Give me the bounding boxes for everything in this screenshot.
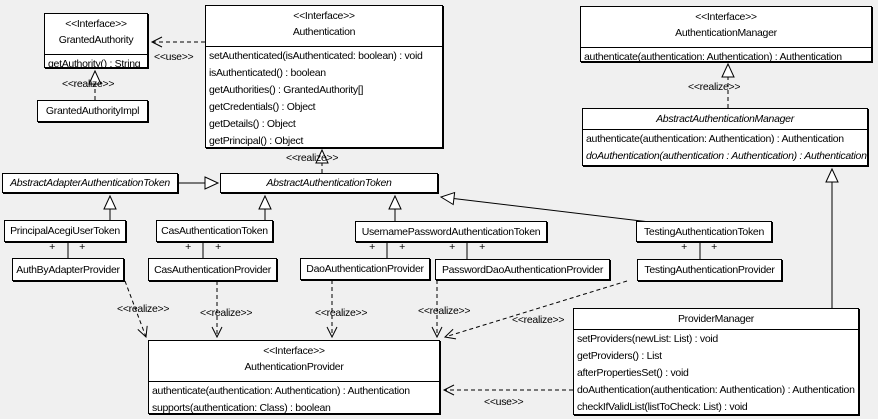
realize-label: <<realize>> [117,303,170,315]
method: doAuthentication(authentication: Authent… [577,384,855,396]
class-testing-authentication-provider: TestingAuthenticationProvider [637,259,782,281]
assoc-plus: + [681,241,687,253]
class-name: AbstractAdapterAuthenticationToken [10,177,170,189]
class-password-dao-authentication-provider: PasswordDaoAuthenticationProvider [435,259,610,280]
class-name: AuthenticationProvider [244,361,344,373]
assoc-plus: + [79,241,85,253]
use-label: <<use>> [484,396,524,408]
class-authentication-manager: <<Interface>> AuthenticationManager auth… [580,6,872,63]
assoc-plus: + [49,241,55,253]
class-granted-authority-impl: GrantedAuthorityImpl [37,100,148,122]
method: getProviders() : List [577,350,662,362]
method: setAuthenticated(isAuthenticated: boolea… [209,50,423,62]
class-name: UsernamePasswordAuthenticationToken [361,225,541,238]
class-username-password-authentication-token: UsernamePasswordAuthenticationToken [355,221,547,242]
class-dao-authentication-provider: DaoAuthenticationProvider [300,258,430,280]
class-name: CasAuthenticationProvider [154,263,271,276]
realize-label: <<realize>> [418,305,471,317]
class-abstract-authentication-token: AbstractAuthenticationToken [220,173,438,193]
realize-label: <<realize>> [62,78,115,90]
method: getCredentials() : Object [209,101,316,113]
method: supports(authentication: Class) : boolea… [152,402,331,414]
class-abstract-authentication-manager: AbstractAuthenticationManager authentica… [582,108,868,166]
method: getDetails() : Object [209,118,296,130]
class-name: PasswordDaoAuthenticationProvider [441,263,604,276]
method: getPrincipal() : Object [209,135,304,147]
class-name: ProviderManager [677,313,755,325]
method: isAuthenticated() : boolean [209,67,326,79]
class-name: AuthenticationManager [675,27,777,39]
realize-label: <<realize>> [286,152,339,164]
realize-label: <<realize>> [688,81,741,93]
class-name: CasAuthenticationToken [161,225,268,237]
class-principal-acegi-user-token: PrincipalAcegiUserToken [4,220,126,242]
method: afterPropertiesSet() : void [577,367,689,379]
class-name: AuthByAdapterProvider [16,263,120,276]
assoc-plus: + [399,241,405,253]
class-name: TestingAuthenticationProvider [644,264,775,276]
stereotype-label: <<Interface>> [695,11,757,23]
class-authentication-provider: <<Interface>> AuthenticationProvider aut… [148,340,440,414]
assoc-plus: + [215,241,221,253]
realize-label: <<realize>> [315,307,368,319]
class-provider-manager: ProviderManager setProviders(newList: Li… [573,308,859,415]
stereotype-label: <<Interface>> [65,18,127,30]
class-name: DaoAuthenticationProvider [306,263,424,275]
edge-realize-authbyadapter-provider [124,280,148,339]
method: getAuthorities() : GrantedAuthority[] [209,84,364,96]
edge-generalization-testing-token [439,191,651,223]
method: authenticate(authentication: Authenticat… [584,51,842,63]
stereotype-label: <<Interface>> [293,10,355,22]
class-name: GrantedAuthority [58,34,134,46]
class-name: TestingAuthenticationToken [643,225,765,238]
class-abstract-adapter-authentication-token: AbstractAdapterAuthenticationToken [2,173,178,193]
method: doAuthentication(authentication : Authen… [586,150,867,162]
class-name: AbstractAuthenticationManager [656,113,794,125]
assoc-plus: + [479,241,485,253]
assoc-plus: + [369,241,375,253]
method: authenticate(authentication: Authenticat… [152,385,410,397]
edge-realize-testing-provider [443,280,628,340]
realize-label: <<realize>> [200,307,253,319]
class-cas-authentication-token: CasAuthenticationToken [156,220,273,242]
class-cas-authentication-provider: CasAuthenticationProvider [148,258,277,281]
method: getAuthority() : String [48,58,141,70]
stereotype-label: <<Interface>> [263,345,325,357]
class-authentication: <<Interface>> Authentication setAuthenti… [205,5,443,148]
class-name: GrantedAuthorityImpl [45,105,140,117]
class-testing-authentication-token: TestingAuthenticationToken [636,221,772,242]
class-name: PrincipalAcegiUserToken [10,225,120,237]
class-name: Authentication [292,26,356,38]
method: authenticate(authentication: Authenticat… [586,133,844,145]
class-granted-authority: <<Interface>> GrantedAuthority getAuthor… [44,13,148,70]
method: setProviders(newList: List) : void [577,333,718,345]
assoc-plus: + [185,241,191,253]
assoc-plus: + [449,241,455,253]
method: checkIfValidList(listToCheck: List) : vo… [577,401,748,413]
use-label: <<use>> [154,51,194,63]
class-auth-by-adapter-provider: AuthByAdapterProvider [12,258,124,281]
realize-label: <<realize>> [512,314,565,326]
assoc-plus: + [711,241,717,253]
class-name: AbstractAuthenticationToken [266,177,392,189]
